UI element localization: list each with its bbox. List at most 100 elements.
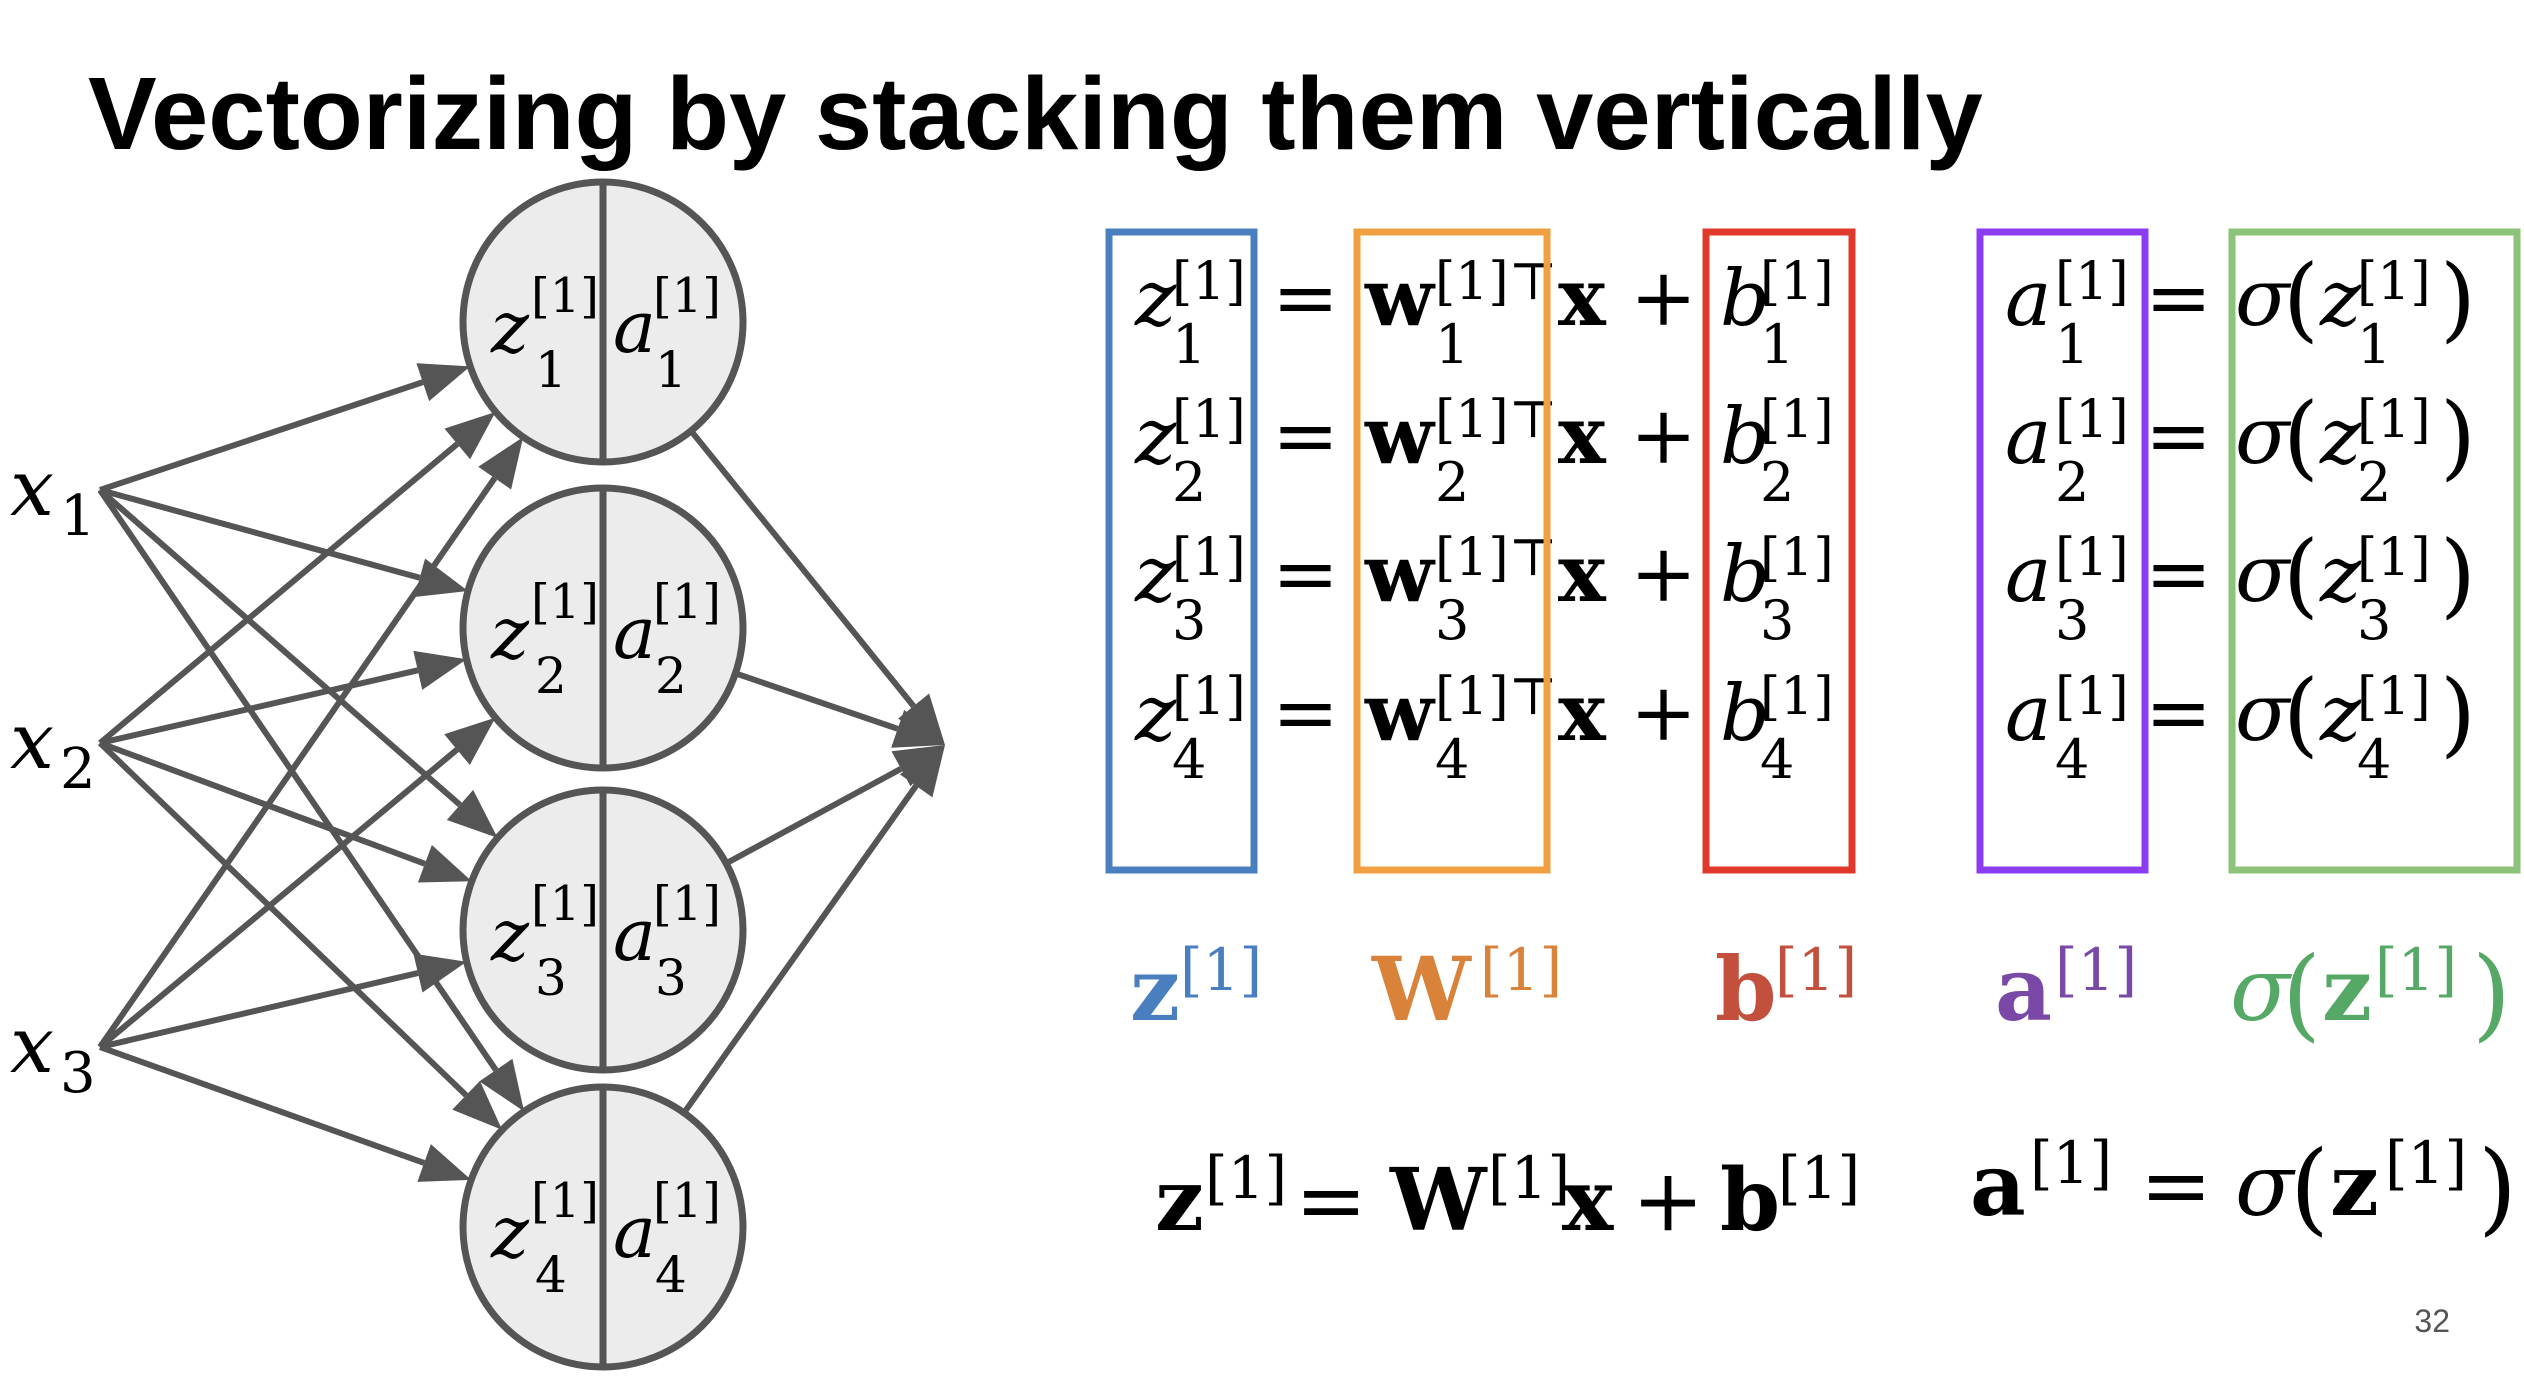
edge-x2-n3-head — [417, 845, 472, 883]
eq-w-sup: [1]⊤ — [1435, 528, 1558, 588]
eq-b: b — [1720, 254, 1770, 344]
vec-W-sup: [1] — [1488, 1144, 1570, 1212]
neuron-a-sub: 2 — [655, 647, 687, 705]
neuron-z: z — [490, 1190, 530, 1274]
vec-equals: = — [1295, 1151, 1367, 1251]
neuron-a-sup: [1] — [653, 876, 721, 932]
input-sub: 2 — [60, 737, 96, 802]
eq-z-sub: 1 — [1172, 313, 1206, 376]
neuron-z: z — [490, 591, 530, 675]
neuron-z-sup: [1] — [531, 876, 599, 932]
eq-z2-sup: [1] — [2357, 667, 2431, 727]
neuron-a-sup: [1] — [653, 268, 721, 324]
vec-a: a — [1970, 1135, 2026, 1236]
eq-w: w — [1364, 665, 1436, 759]
edge-n3-out — [724, 766, 903, 867]
input-symbol: x — [10, 1001, 54, 1091]
eq-lparen: ( — [2283, 521, 2319, 628]
eq-z-sub: 3 — [1172, 589, 1206, 652]
label-sigma-z-sup: [1] — [2375, 936, 2457, 1004]
eq-z2: z — [2319, 530, 2362, 620]
eq-z2-sub: 1 — [2357, 313, 2391, 376]
eq-x: x — [1558, 526, 1607, 620]
eq-w-sup: [1]⊤ — [1435, 390, 1558, 450]
slide-title: Vectorizing by stacking them vertically — [88, 56, 1983, 171]
neuron-a: a — [613, 1190, 656, 1274]
box-sigma — [2228, 228, 2521, 874]
eq-z2-sub: 4 — [2357, 728, 2391, 791]
vec-lparen: ( — [2290, 1129, 2329, 1246]
edge-x1-n1-head — [416, 363, 471, 402]
eq-z-sup: [1] — [1172, 528, 1246, 588]
vec-b: b — [1720, 1150, 1780, 1251]
eq-b-sup: [1] — [1760, 667, 1834, 727]
label-lparen: ( — [2282, 935, 2321, 1052]
eq-z: z — [1134, 669, 1177, 759]
eq-a-sup: [1] — [2055, 390, 2129, 450]
eq-a: a — [2005, 530, 2052, 620]
eq-z2-sup: [1] — [2357, 528, 2431, 588]
eq-w-sub: 2 — [1435, 451, 1469, 514]
eq-equals: = — [1272, 251, 1339, 344]
eq-z-sup: [1] — [1172, 252, 1246, 312]
label-z: z — [1130, 937, 1180, 1041]
eq-sigma: σ — [2235, 666, 2292, 759]
box-b — [1702, 228, 1856, 874]
edge-x1-n4-head — [479, 1058, 525, 1112]
eq-w-sup: [1]⊤ — [1435, 252, 1558, 312]
vec-W: W — [1389, 1150, 1488, 1251]
edge-x1-n1 — [99, 379, 424, 493]
eq-plus: + — [1630, 389, 1697, 482]
eq-x: x — [1558, 388, 1607, 482]
edge-x1-n2-head — [414, 558, 468, 598]
eq-equals: = — [1272, 666, 1339, 759]
edge-x2-n3 — [98, 740, 426, 867]
label-b-sup: [1] — [1775, 936, 1857, 1004]
eq-b-sup: [1] — [1760, 528, 1834, 588]
neuron-1: z1[1]a1[1] — [459, 178, 747, 466]
eq-z2-sup: [1] — [2357, 390, 2431, 450]
vec-b-sup: [1] — [1778, 1144, 1860, 1212]
neuron-a-sub: 3 — [655, 949, 687, 1007]
edge-x1-n2 — [99, 487, 421, 581]
page-number: 32 — [2414, 1303, 2450, 1339]
eq-b-sup: [1] — [1760, 390, 1834, 450]
eq-a-sup: [1] — [2055, 667, 2129, 727]
eq-b-sub: 1 — [1760, 313, 1794, 376]
edge-x1-n3 — [98, 487, 462, 808]
eq-a-sub: 1 — [2055, 313, 2089, 376]
eq-z: z — [1134, 254, 1177, 344]
eq-z-sub: 4 — [1172, 728, 1206, 791]
vectorized-eq-a: a[1]=σ(z[1]) — [1970, 1129, 2517, 1246]
edge-x3-n1 — [97, 476, 498, 1049]
edge-x2-n2-head — [413, 650, 467, 690]
neuron-z-sup: [1] — [531, 574, 599, 630]
equation-boxes — [1105, 228, 2521, 874]
eq-z-sup: [1] — [1172, 667, 1246, 727]
vec-plus: + — [1632, 1151, 1704, 1251]
eq-a-sub: 3 — [2055, 589, 2089, 652]
eq-b: b — [1720, 669, 1770, 759]
eq-w: w — [1364, 250, 1436, 344]
edge-n2-out-head — [891, 709, 945, 748]
eq-w-sub: 1 — [1435, 313, 1469, 376]
edge-x2-n1-head — [444, 411, 496, 460]
eq-a-sup: [1] — [2055, 252, 2129, 312]
equation-row-3: z3[1]=w3[1]⊤x+b3[1]a3[1]=σ(z3[1]) — [1134, 521, 2476, 652]
eq-equals-2: = — [2145, 666, 2212, 759]
eq-a: a — [2005, 392, 2052, 482]
neuron-z-sup: [1] — [531, 1173, 599, 1229]
edge-n1-out-head — [898, 693, 945, 745]
eq-rparen: ) — [2440, 383, 2476, 490]
edge-n2-out — [734, 670, 899, 732]
label-sigma-z: z — [2322, 937, 2372, 1041]
eq-sigma: σ — [2235, 251, 2292, 344]
vec-equals-2: = — [2140, 1136, 2212, 1236]
eq-plus: + — [1630, 666, 1697, 759]
input-sub: 3 — [60, 1041, 96, 1106]
eq-a: a — [2005, 669, 2052, 759]
eq-equals-2: = — [2145, 527, 2212, 620]
